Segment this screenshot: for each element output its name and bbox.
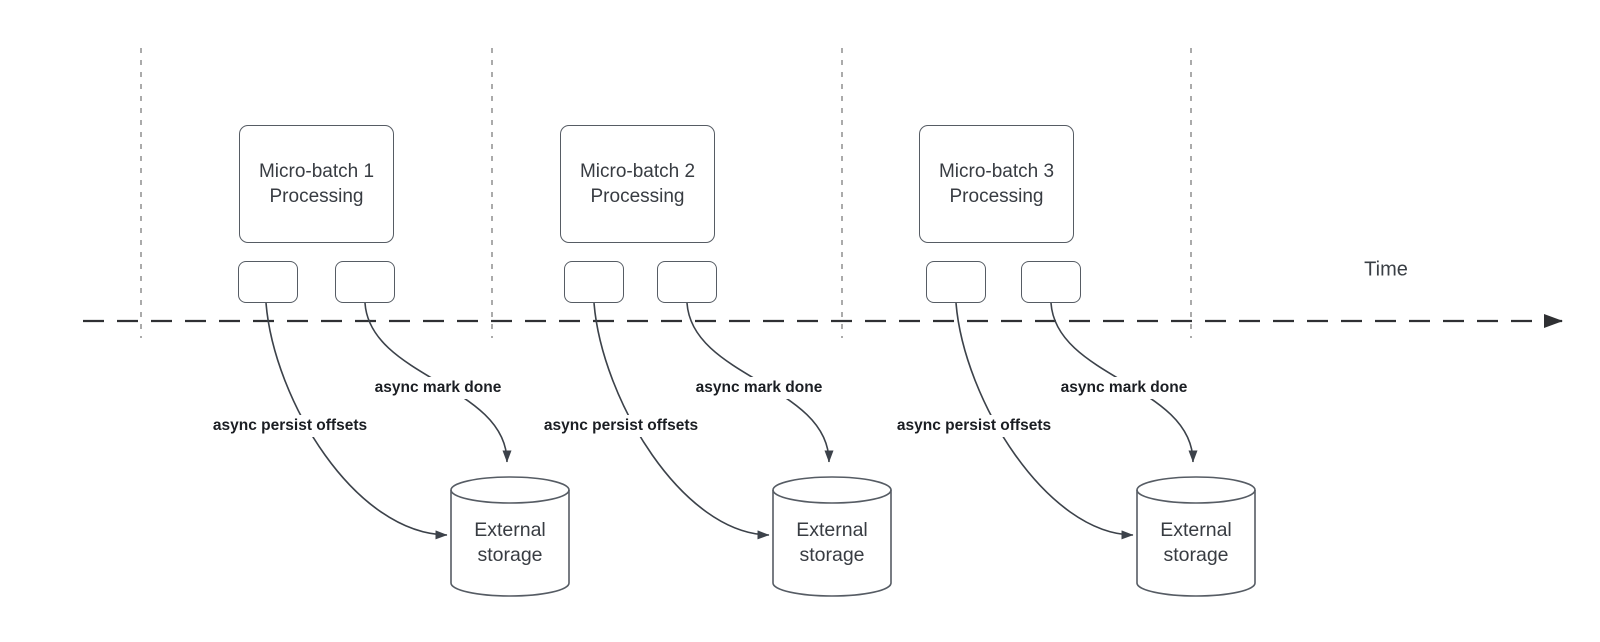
micro-batch-3-title: Micro-batch 3 [938,161,1055,182]
persist-offsets-label-2: async persist offsets [538,415,704,437]
external-storage-label-2-line1: External [796,519,868,541]
offset-task-rect-2 [564,261,624,303]
micro-batch-3-box: Micro-batch 3 Processing [919,125,1074,243]
mark-done-label-3: async mark done [1055,377,1193,399]
micro-batch-2-box: Micro-batch 2 Processing [560,125,715,243]
time-axis-label: Time [1364,258,1408,281]
micro-batch-2-title: Micro-batch 2 [579,161,696,182]
storage-cylinder-3 [1136,476,1256,597]
storage-cylinder-1 [450,476,570,597]
micro-batch-1-title: Micro-batch 1 [258,161,375,182]
mark-done-label-2: async mark done [690,377,828,399]
persist-offsets-arrow-3 [955,302,1134,540]
done-task-rect-1 [335,261,395,303]
persist-offsets-arrow-1 [265,302,448,540]
mark-done-label-1: async mark done [369,377,507,399]
external-storage-label-3-line1: External [1160,519,1232,541]
external-storage-label-3: External storage [1160,518,1232,568]
offset-task-rect-3 [926,261,986,303]
micro-batch-2-subtitle: Processing [590,186,685,207]
done-task-rect-3 [1021,261,1081,303]
micro-batch-3-subtitle: Processing [949,186,1044,207]
micro-batch-1-subtitle: Processing [269,186,364,207]
micro-batch-1-box: Micro-batch 1 Processing [239,125,394,243]
external-storage-label-3-line2: storage [1163,544,1229,566]
external-storage-label-1-line2: storage [477,544,543,566]
persist-offsets-label-1: async persist offsets [207,415,373,437]
storage-cylinder-2 [772,476,892,597]
persist-offsets-label-3: async persist offsets [891,415,1057,437]
external-storage-label-1: External storage [474,518,546,568]
persist-offsets-arrow-2 [593,302,770,540]
external-storage-label-2-line2: storage [799,544,865,566]
offset-task-rect-1 [238,261,298,303]
external-storage-label-1-line1: External [474,519,546,541]
done-task-rect-2 [657,261,717,303]
external-storage-label-2: External storage [796,518,868,568]
